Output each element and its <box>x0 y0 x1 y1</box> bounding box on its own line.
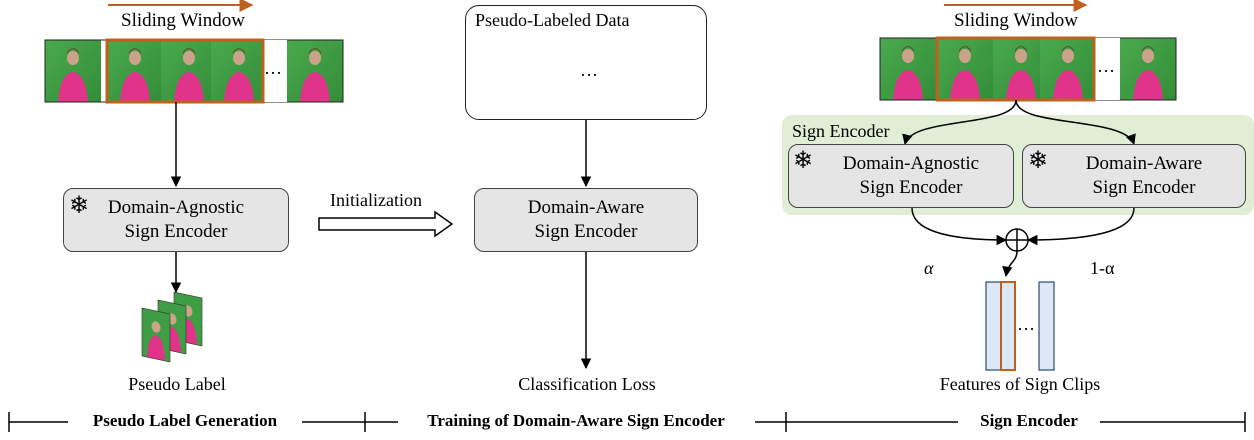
feature-ellipsis: … <box>1017 314 1035 334</box>
right-sliding-window-label: Sliding Window <box>954 10 1078 31</box>
feature-vectors <box>985 281 1055 371</box>
pseudo-label-text: Pseudo Label <box>128 374 226 394</box>
strip-to-aware-arrow <box>1015 99 1136 145</box>
middle-domain-aware-encoder: Domain-Aware Sign Encoder <box>474 188 698 252</box>
alpha-weight-label: α <box>924 258 934 278</box>
right-aware-encoder-label: Domain-Aware Sign Encoder <box>1085 153 1203 198</box>
right-video-strip <box>879 36 1177 102</box>
left-domain-agnostic-encoder: Domain-Agnostic Sign Encoder <box>63 188 289 252</box>
stage-label-pseudo-label-generation: Pseudo Label Generation <box>92 411 278 430</box>
classification-loss-text: Classification Loss <box>518 374 656 394</box>
middle-clips-ellipsis: … <box>580 60 598 80</box>
right-strip-ellipsis: … <box>1097 56 1115 76</box>
right-aware-snowflake-icon: ❄ <box>1028 148 1049 174</box>
right-domain-agnostic-encoder: Domain-Agnostic Sign Encoder <box>788 144 1014 208</box>
one-minus-alpha-text: 1-α <box>1090 258 1115 278</box>
left-sliding-window <box>105 38 265 104</box>
left-frozen-snowflake-icon: ❄ <box>69 193 90 219</box>
left-strip-ellipsis: … <box>264 58 282 78</box>
stage-label-training-domain-aware: Training of Domain-Aware Sign Encoder <box>427 411 725 430</box>
right-agnostic-snowflake-icon: ❄ <box>793 148 814 174</box>
middle-encoder-label: Domain-Aware Sign Encoder <box>527 197 645 242</box>
sum-operator-icon <box>1005 228 1029 252</box>
pseudo-labeled-data-box <box>465 5 707 120</box>
sum-to-features-arrow <box>1002 250 1018 278</box>
pseudo-label-clip-stack <box>141 291 203 363</box>
stage-label-sign-encoder: Sign Encoder <box>980 411 1078 430</box>
left-encoder-label: Domain-Agnostic Sign Encoder <box>107 197 245 242</box>
strip-to-agnostic-arrow <box>902 99 1017 146</box>
features-of-sign-clips-text: Features of Sign Clips <box>939 374 1101 394</box>
stage-timeline <box>8 412 1246 432</box>
initialization-arrow <box>318 210 454 238</box>
one-minus-alpha-label: 1-α <box>1090 258 1114 279</box>
right-agnostic-encoder-label: Domain-Agnostic Sign Encoder <box>842 153 980 198</box>
left-video-strip <box>44 38 344 104</box>
agnostic-to-sum-line <box>911 207 1008 246</box>
aware-to-sum-line <box>1026 207 1135 246</box>
right-domain-aware-encoder: Domain-Aware Sign Encoder <box>1022 144 1246 208</box>
left-sliding-window-label: Sliding Window <box>121 10 245 31</box>
pseudo-labeled-data-label: Pseudo-Labeled Data <box>475 10 630 30</box>
initialization-label: Initialization <box>330 190 422 210</box>
sign-encoder-panel-label: Sign Encoder <box>792 121 890 141</box>
